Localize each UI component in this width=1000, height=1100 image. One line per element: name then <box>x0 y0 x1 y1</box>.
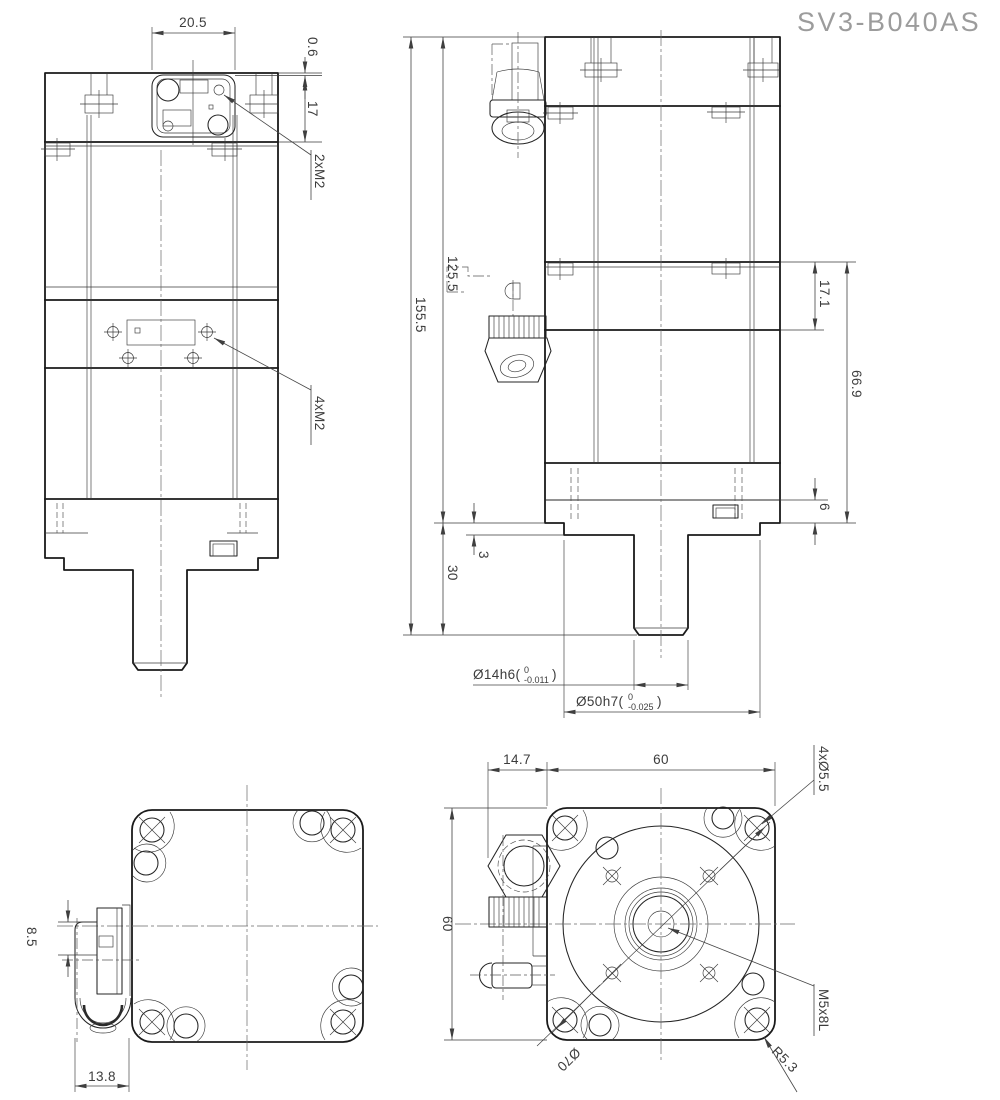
side-view-key-block <box>712 504 739 519</box>
label-corner-radius: R5.3 <box>769 1044 801 1076</box>
dim-shaft-tol-lower: -0.011 <box>524 675 549 685</box>
label-corner-holes: 4xØ5.5 <box>816 746 831 792</box>
dim-pilot-diameter: Ø50h7( <box>576 694 624 709</box>
dim-gland-depth: 14.7 <box>503 752 531 767</box>
top-view-body-outline <box>44 72 279 671</box>
label-bolt-circle: Ø70 <box>554 1045 583 1074</box>
front-view-gland <box>470 834 561 1000</box>
dim-gland-width: 13.8 <box>88 1069 116 1084</box>
rear-view-gland <box>62 904 140 1042</box>
top-view-dimensions: 20.5 0.6 17 2xM2 4xM2 <box>151 15 327 445</box>
drawing-title: SV3-B040AS <box>797 7 981 37</box>
dim-connector-width: 20.5 <box>179 15 207 30</box>
side-view-power-gland <box>446 266 552 383</box>
dim-pilot-thickness: 3 <box>476 551 491 559</box>
dim-stator-section: 66.9 <box>849 370 864 398</box>
label-connector-screws: 2xM2 <box>312 154 327 189</box>
dim-width: 60 <box>653 752 669 767</box>
dim-cap-depth: 17 <box>305 101 320 117</box>
dim-total-length: 155.5 <box>413 297 428 333</box>
side-view-dimensions: 155.5 125.5 30 3 17.1 66.9 6 <box>403 36 864 718</box>
top-view-nameplate <box>104 319 216 367</box>
side-view: 155.5 125.5 30 3 17.1 66.9 6 <box>403 30 864 718</box>
rear-view: 8.5 13.8 <box>24 785 378 1092</box>
rear-view-dimensions: 8.5 13.8 <box>24 900 130 1092</box>
dim-shaft-close: ) <box>552 667 557 682</box>
rear-corner-holes <box>133 811 362 1041</box>
top-view-connector <box>151 60 236 145</box>
label-plate-screws: 4xM2 <box>312 396 327 431</box>
m2-hole-marker <box>104 323 216 367</box>
dim-height: 60 <box>440 916 455 932</box>
dim-pilot-tol-upper: 0 <box>628 692 633 702</box>
label-shaft-tap: M5x8L <box>816 989 831 1032</box>
top-view: 20.5 0.6 17 2xM2 4xM2 <box>41 15 327 700</box>
dim-gland-offset: 8.5 <box>24 927 39 947</box>
dim-shaft-tol-upper: 0 <box>524 665 529 675</box>
dim-body-length: 125.5 <box>445 256 460 292</box>
dim-shaft-diameter: Ø14h6( <box>473 667 521 682</box>
dim-shaft-length: 30 <box>445 565 460 581</box>
side-view-encoder-gland <box>489 32 547 158</box>
dim-lip: 0.6 <box>305 37 320 57</box>
top-view-mount-tab <box>41 73 279 161</box>
front-view: 14.7 60 60 4xØ5.5 M5x8L R5.3 Ø70 <box>440 745 831 1093</box>
dim-pilot-tol-lower: -0.025 <box>628 702 654 712</box>
dim-flange-thickness: 6 <box>817 503 832 511</box>
front-assembly-holes <box>580 806 765 1041</box>
top-view-key-block <box>209 540 238 557</box>
side-view-mount-tab <box>543 37 780 280</box>
rear-assembly-holes <box>132 809 364 1043</box>
side-view-body-outline <box>544 36 781 636</box>
dim-encoder-section: 17.1 <box>817 280 832 308</box>
dim-pilot-close: ) <box>657 694 662 709</box>
front-tap-markers <box>602 866 719 983</box>
